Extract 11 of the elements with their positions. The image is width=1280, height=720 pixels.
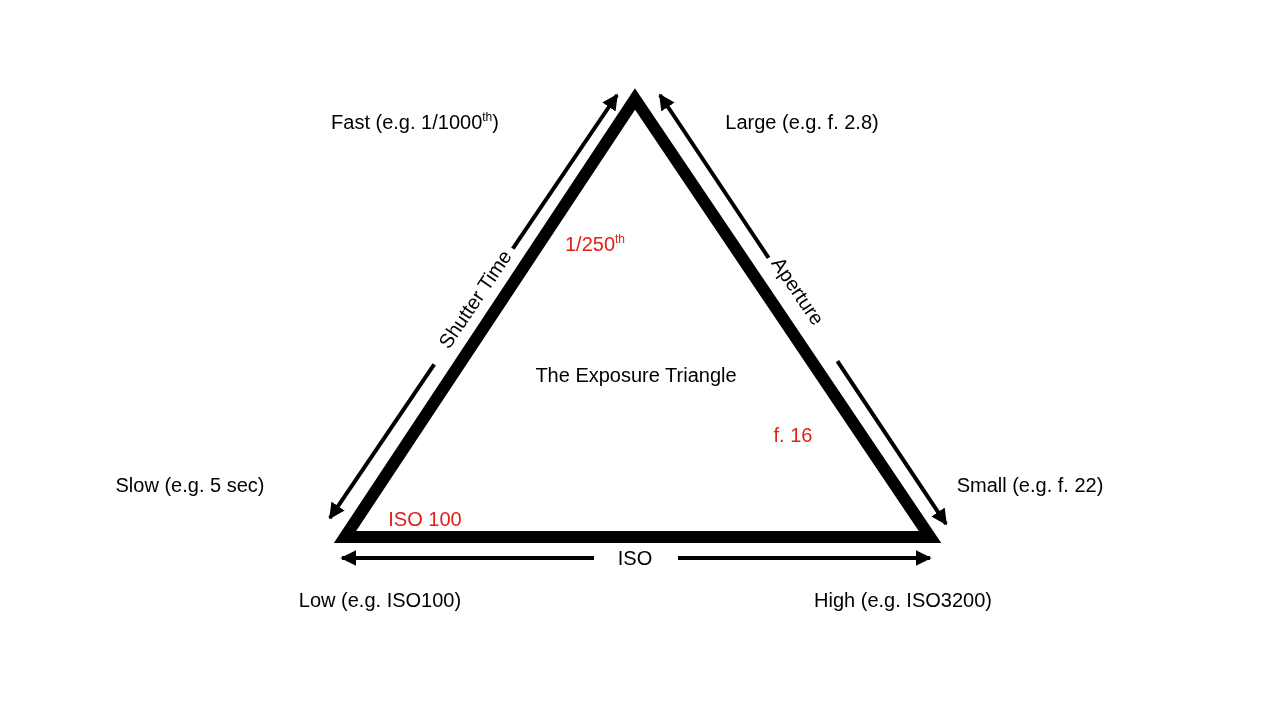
axis-label: ISO (617, 547, 653, 569)
setting-value: ISO 100 (388, 508, 462, 530)
axis-end-label: Low (e.g. ISO100) (298, 589, 462, 611)
setting-value: f. 16 (773, 424, 813, 446)
axis-end-label: Small (e.g. f. 22) (956, 474, 1104, 496)
setting-value: 1/250$^{th}$ (564, 233, 626, 255)
triangle-title: The Exposure Triangle (535, 364, 737, 386)
axis-end-label: Slow (e.g. 5 sec) (115, 474, 265, 496)
axis-end-label: Large (e.g. f. 2.8) (725, 111, 879, 133)
axis-end-label: Fast (e.g. 1/1000$^{th}$) (331, 111, 499, 133)
axis-end-label: High (e.g. ISO3200) (814, 589, 992, 611)
